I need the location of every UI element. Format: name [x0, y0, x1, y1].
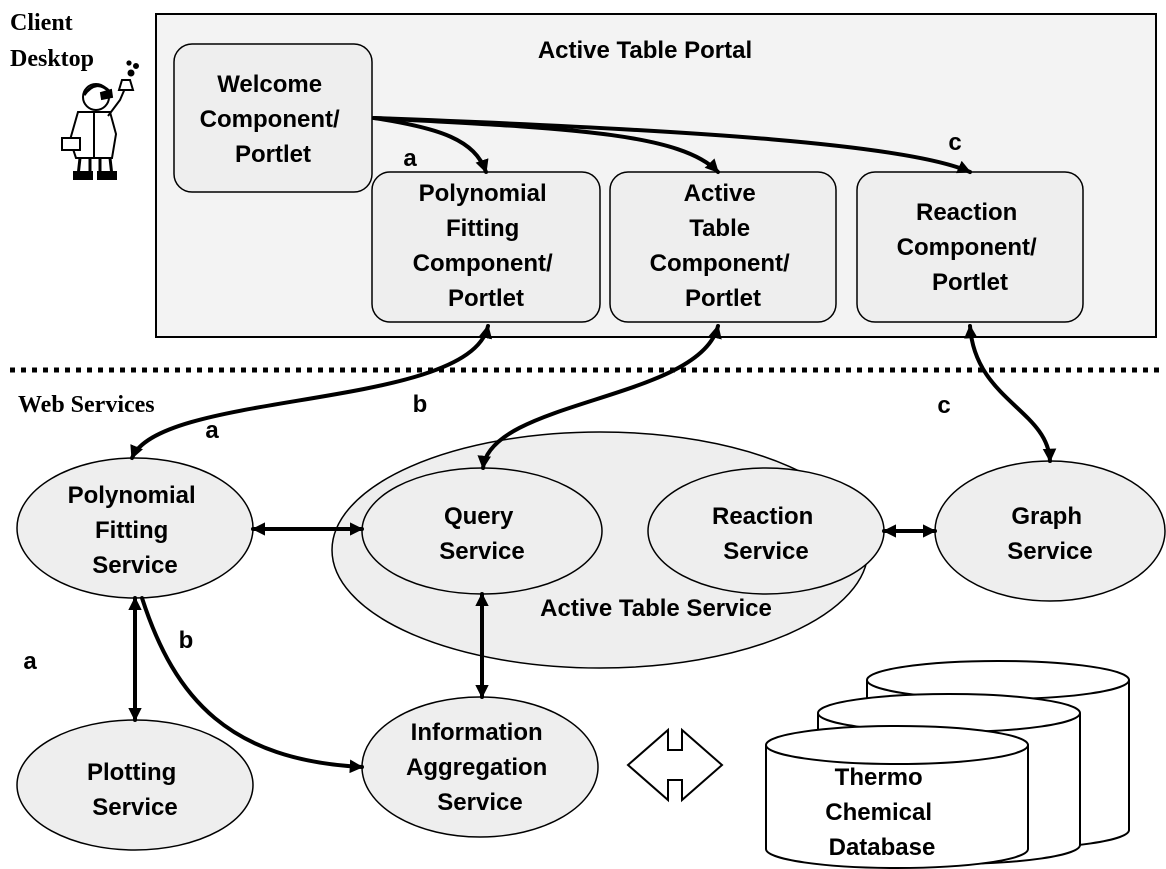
- svg-text:Reaction Component/: Reaction Component/ Portlet: [897, 199, 1044, 296]
- polynomial-fitting-service: Polynomial Fitting Service: [16, 457, 254, 599]
- info-service-line-2: Aggregation: [406, 754, 547, 781]
- svg-text:Plotting Service: Plotting Service: [87, 759, 183, 821]
- active-table-service-label: Active Table Service: [540, 595, 772, 622]
- flow-label-a-portal: a: [403, 145, 417, 172]
- polynomial-component-line-4: Portlet: [448, 285, 524, 312]
- database-line-1: Thermo: [835, 764, 923, 791]
- database-line-2: Chemical: [825, 799, 932, 826]
- query-service-line-2: Service: [439, 538, 524, 565]
- database-icon: [765, 660, 1130, 869]
- polynomial-service-line-2: Fitting: [95, 517, 168, 544]
- graph-service: Graph Service: [934, 460, 1166, 602]
- svg-text:Reaction Service: Reaction Service: [712, 503, 820, 565]
- reaction-service-line-1: Reaction: [712, 503, 813, 530]
- welcome-line-2: Component/: [200, 106, 340, 133]
- reaction-component-line-3: Portlet: [932, 269, 1008, 296]
- polynomial-fitting-component-box: Polynomial Fitting Component/ Portlet: [371, 171, 601, 323]
- active-table-component-box: Active Table Component/ Portlet: [609, 171, 837, 323]
- graph-service-line-1: Graph: [1011, 503, 1082, 530]
- active-table-component-line-4: Portlet: [685, 285, 761, 312]
- reaction-service: Reaction Service: [647, 467, 885, 595]
- reaction-component-box: Reaction Component/ Portlet: [856, 171, 1084, 323]
- svg-text:Query Service: Query Service: [439, 503, 524, 565]
- svg-text:Polynomial Fitting: Polynomial Fitting Component/ Portlet: [413, 180, 560, 312]
- flow-label-b-web: b: [413, 391, 428, 418]
- database-line-3: Database: [829, 834, 936, 861]
- client-label: Client: [10, 10, 73, 36]
- reaction-service-line-2: Service: [723, 538, 808, 565]
- active-table-component-line-3: Component/: [650, 250, 790, 277]
- svg-text:Active Table Compo: Active Table Component/ Portlet: [650, 180, 797, 312]
- welcome-arrows: [372, 116, 972, 174]
- web-services-label: Web Services: [18, 392, 155, 418]
- active-table-component-line-2: Table: [689, 215, 750, 242]
- query-service: Query Service: [361, 467, 603, 595]
- plotting-service-line-2: Service: [92, 794, 177, 821]
- svg-text:Polynomial Fitting: Polynomial Fitting Service: [68, 482, 203, 579]
- svg-text:Thermo Chemical Databa: Thermo Chemical Database: [825, 764, 938, 861]
- flow-label-c-web: c: [937, 392, 950, 419]
- reaction-component-line-1: Reaction: [916, 199, 1017, 226]
- portal-title: Active Table Portal: [538, 37, 752, 64]
- polynomial-component-line-2: Fitting: [446, 215, 519, 242]
- welcome-line-3: Portlet: [235, 141, 311, 168]
- info-service-line-3: Service: [437, 789, 522, 816]
- service-connectors: [128, 324, 1057, 774]
- svg-text:Graph Service: Graph Service: [1007, 503, 1092, 565]
- flow-label-b-left: b: [179, 627, 194, 654]
- svg-text:Information Aggregation: Information Aggregation Service: [406, 719, 554, 816]
- reaction-component-line-2: Component/: [897, 234, 1037, 261]
- scientist-icon: [61, 60, 139, 180]
- information-aggregation-service: Information Aggregation Service: [361, 696, 599, 838]
- welcome-component-box: Welcome Component/ Portlet: [173, 43, 373, 193]
- query-service-line-1: Query: [444, 503, 514, 530]
- desktop-label: Desktop: [10, 46, 94, 72]
- database-exchange-arrow: [626, 727, 724, 803]
- flow-label-a-web: a: [205, 417, 219, 444]
- info-service-line-1: Information: [411, 719, 543, 746]
- svg-text:Welcome Component/: Welcome Component/ Portlet: [200, 71, 347, 168]
- active-table-component-line-1: Active: [684, 180, 756, 207]
- polynomial-component-line-1: Polynomial: [419, 180, 547, 207]
- polynomial-component-line-3: Component/: [413, 250, 553, 277]
- plotting-service-line-1: Plotting: [87, 759, 176, 786]
- polynomial-service-line-3: Service: [92, 552, 177, 579]
- polynomial-service-line-1: Polynomial: [68, 482, 196, 509]
- graph-service-line-2: Service: [1007, 538, 1092, 565]
- flow-label-c-portal: c: [948, 129, 961, 156]
- flow-label-a-left: a: [23, 648, 37, 675]
- plotting-service: Plotting Service: [16, 719, 254, 851]
- welcome-line-1: Welcome: [217, 71, 322, 98]
